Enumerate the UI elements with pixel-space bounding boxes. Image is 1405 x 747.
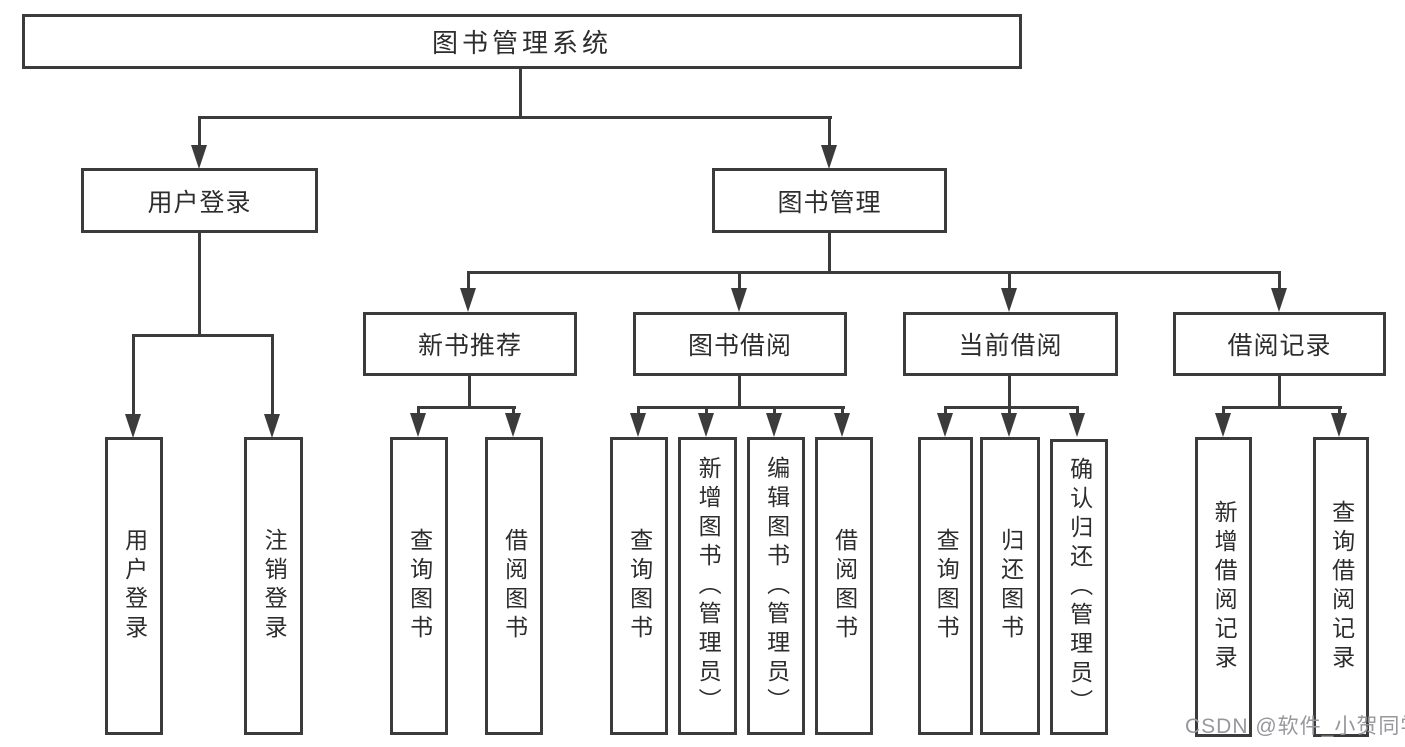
node-user-login-label: 用户登录	[147, 188, 252, 217]
arrowhead-user-login-icon	[191, 145, 207, 169]
connector-level3-hbar	[467, 271, 1281, 274]
arrowhead-icon	[937, 413, 953, 437]
leaf-label: 查询借阅记录	[1328, 500, 1355, 674]
connector-book-borrow-down	[738, 376, 741, 408]
connector-stem	[417, 406, 420, 416]
leaf-add-borrow-record: 新增借阅记录	[1195, 437, 1252, 737]
node-borrowing-records-label: 借阅记录	[1227, 332, 1332, 360]
arrowhead-book-mgmt-icon	[821, 145, 837, 169]
arrowhead-icon	[630, 413, 646, 437]
node-root-library-system: 图书管理系统	[22, 14, 1022, 69]
connector-stem	[512, 406, 515, 416]
connector-stem	[1338, 406, 1341, 416]
leaf-borrow-books-2: 借阅图书	[815, 437, 873, 735]
connector-borrow-record-hbar	[1222, 406, 1342, 409]
connector-stem	[705, 406, 708, 416]
leaf-query-borrow-record: 查询借阅记录	[1313, 437, 1369, 737]
leaf-query-books-2: 查询图书	[610, 437, 668, 735]
connector-current-borrow-down	[1008, 376, 1011, 408]
connector-new-book-down	[468, 376, 471, 408]
leaf-user-login: 用户登录	[105, 437, 163, 735]
arrowhead-icon	[505, 413, 521, 437]
leaf-label: 注销登录	[261, 528, 288, 644]
leaf-label: 借阅图书	[831, 528, 858, 644]
connector-new-book-stem	[467, 271, 470, 291]
leaf-add-book-admin: 新增图书（管理员）	[678, 437, 737, 735]
connector-book-borrow-hbar	[637, 406, 845, 409]
arrowhead-icon	[1069, 413, 1085, 437]
arrowhead-current-borrow-icon	[1001, 288, 1017, 312]
node-borrowing-records: 借阅记录	[1173, 312, 1386, 376]
connector-stem	[773, 406, 776, 416]
node-current-borrowing-label: 当前借阅	[958, 332, 1063, 360]
leaf-label: 查询图书	[626, 528, 653, 644]
node-current-borrowing: 当前借阅	[903, 312, 1118, 376]
leaf-label: 用户登录	[121, 528, 148, 644]
leaf-confirm-return-admin: 确认归还（管理员）	[1050, 439, 1108, 735]
connector-stem	[1222, 406, 1225, 416]
leaf-edit-book-admin: 编辑图书（管理员）	[747, 437, 805, 735]
connector-book-mgmt-down	[828, 233, 831, 273]
leaf-label: 新增借阅记录	[1211, 500, 1238, 674]
connector-root-hbar	[198, 116, 832, 119]
leaf-label: 查询图书	[406, 528, 433, 644]
node-book-borrowing-label: 图书借阅	[687, 332, 792, 360]
connector-stem	[841, 406, 844, 416]
connector-stem	[1076, 406, 1079, 416]
connector-leaf-logout-stem	[271, 334, 274, 416]
arrowhead-leaf-logout-icon	[264, 414, 280, 438]
arrowhead-icon	[1001, 413, 1017, 437]
connector-new-book-hbar	[417, 406, 516, 409]
connector-book-mgmt-stem	[828, 116, 831, 146]
leaf-query-books-3: 查询图书	[918, 437, 973, 735]
connector-user-login-stem	[198, 116, 201, 146]
node-book-management-label: 图书管理	[777, 188, 882, 217]
leaf-query-books-1: 查询图书	[390, 437, 448, 735]
arrowhead-icon	[1215, 413, 1231, 437]
connector-root-stem	[519, 69, 522, 117]
arrowhead-icon	[698, 413, 714, 437]
leaf-label: 确认归还（管理员）	[1066, 456, 1093, 718]
connector-stem	[944, 406, 947, 416]
connector-stem	[1008, 406, 1011, 416]
leaf-label: 新增图书（管理员）	[695, 455, 722, 717]
connector-borrow-record-down	[1278, 376, 1281, 408]
arrowhead-icon	[834, 413, 850, 437]
leaf-borrow-books-1: 借阅图书	[485, 437, 543, 735]
connector-current-borrow-hbar	[944, 406, 1079, 409]
leaf-label: 归还图书	[997, 528, 1024, 644]
csdn-watermark: CSDN @软件_小贺同学	[1185, 715, 1405, 738]
node-book-borrowing: 图书借阅	[633, 312, 847, 376]
leaf-label: 编辑图书（管理员）	[763, 455, 790, 717]
arrowhead-book-borrow-icon	[731, 288, 747, 312]
arrowhead-borrow-record-icon	[1271, 288, 1287, 312]
connector-stem	[637, 406, 640, 416]
node-user-login: 用户登录	[81, 168, 318, 233]
connector-book-borrow-stem	[738, 271, 741, 291]
node-new-book-recommend-label: 新书推荐	[417, 332, 522, 360]
arrowhead-new-book-icon	[460, 288, 476, 312]
leaf-logout: 注销登录	[244, 437, 303, 735]
arrowhead-leaf-login-icon	[125, 414, 141, 438]
arrowhead-icon	[410, 413, 426, 437]
connector-borrow-record-stem	[1278, 271, 1281, 291]
connector-current-borrow-stem	[1008, 271, 1011, 291]
leaf-label: 查询图书	[933, 528, 960, 644]
arrowhead-icon	[1331, 413, 1347, 437]
node-book-management: 图书管理	[712, 168, 947, 233]
leaf-return-book: 归还图书	[980, 437, 1040, 735]
node-new-book-recommend: 新书推荐	[363, 312, 577, 376]
connector-user-login-hbar	[132, 334, 274, 337]
node-root-label: 图书管理系统	[431, 28, 612, 58]
connector-leaf-login-stem	[132, 334, 135, 416]
connector-user-login-down	[198, 233, 201, 336]
arrowhead-icon	[766, 413, 782, 437]
leaf-label: 借阅图书	[501, 528, 528, 644]
